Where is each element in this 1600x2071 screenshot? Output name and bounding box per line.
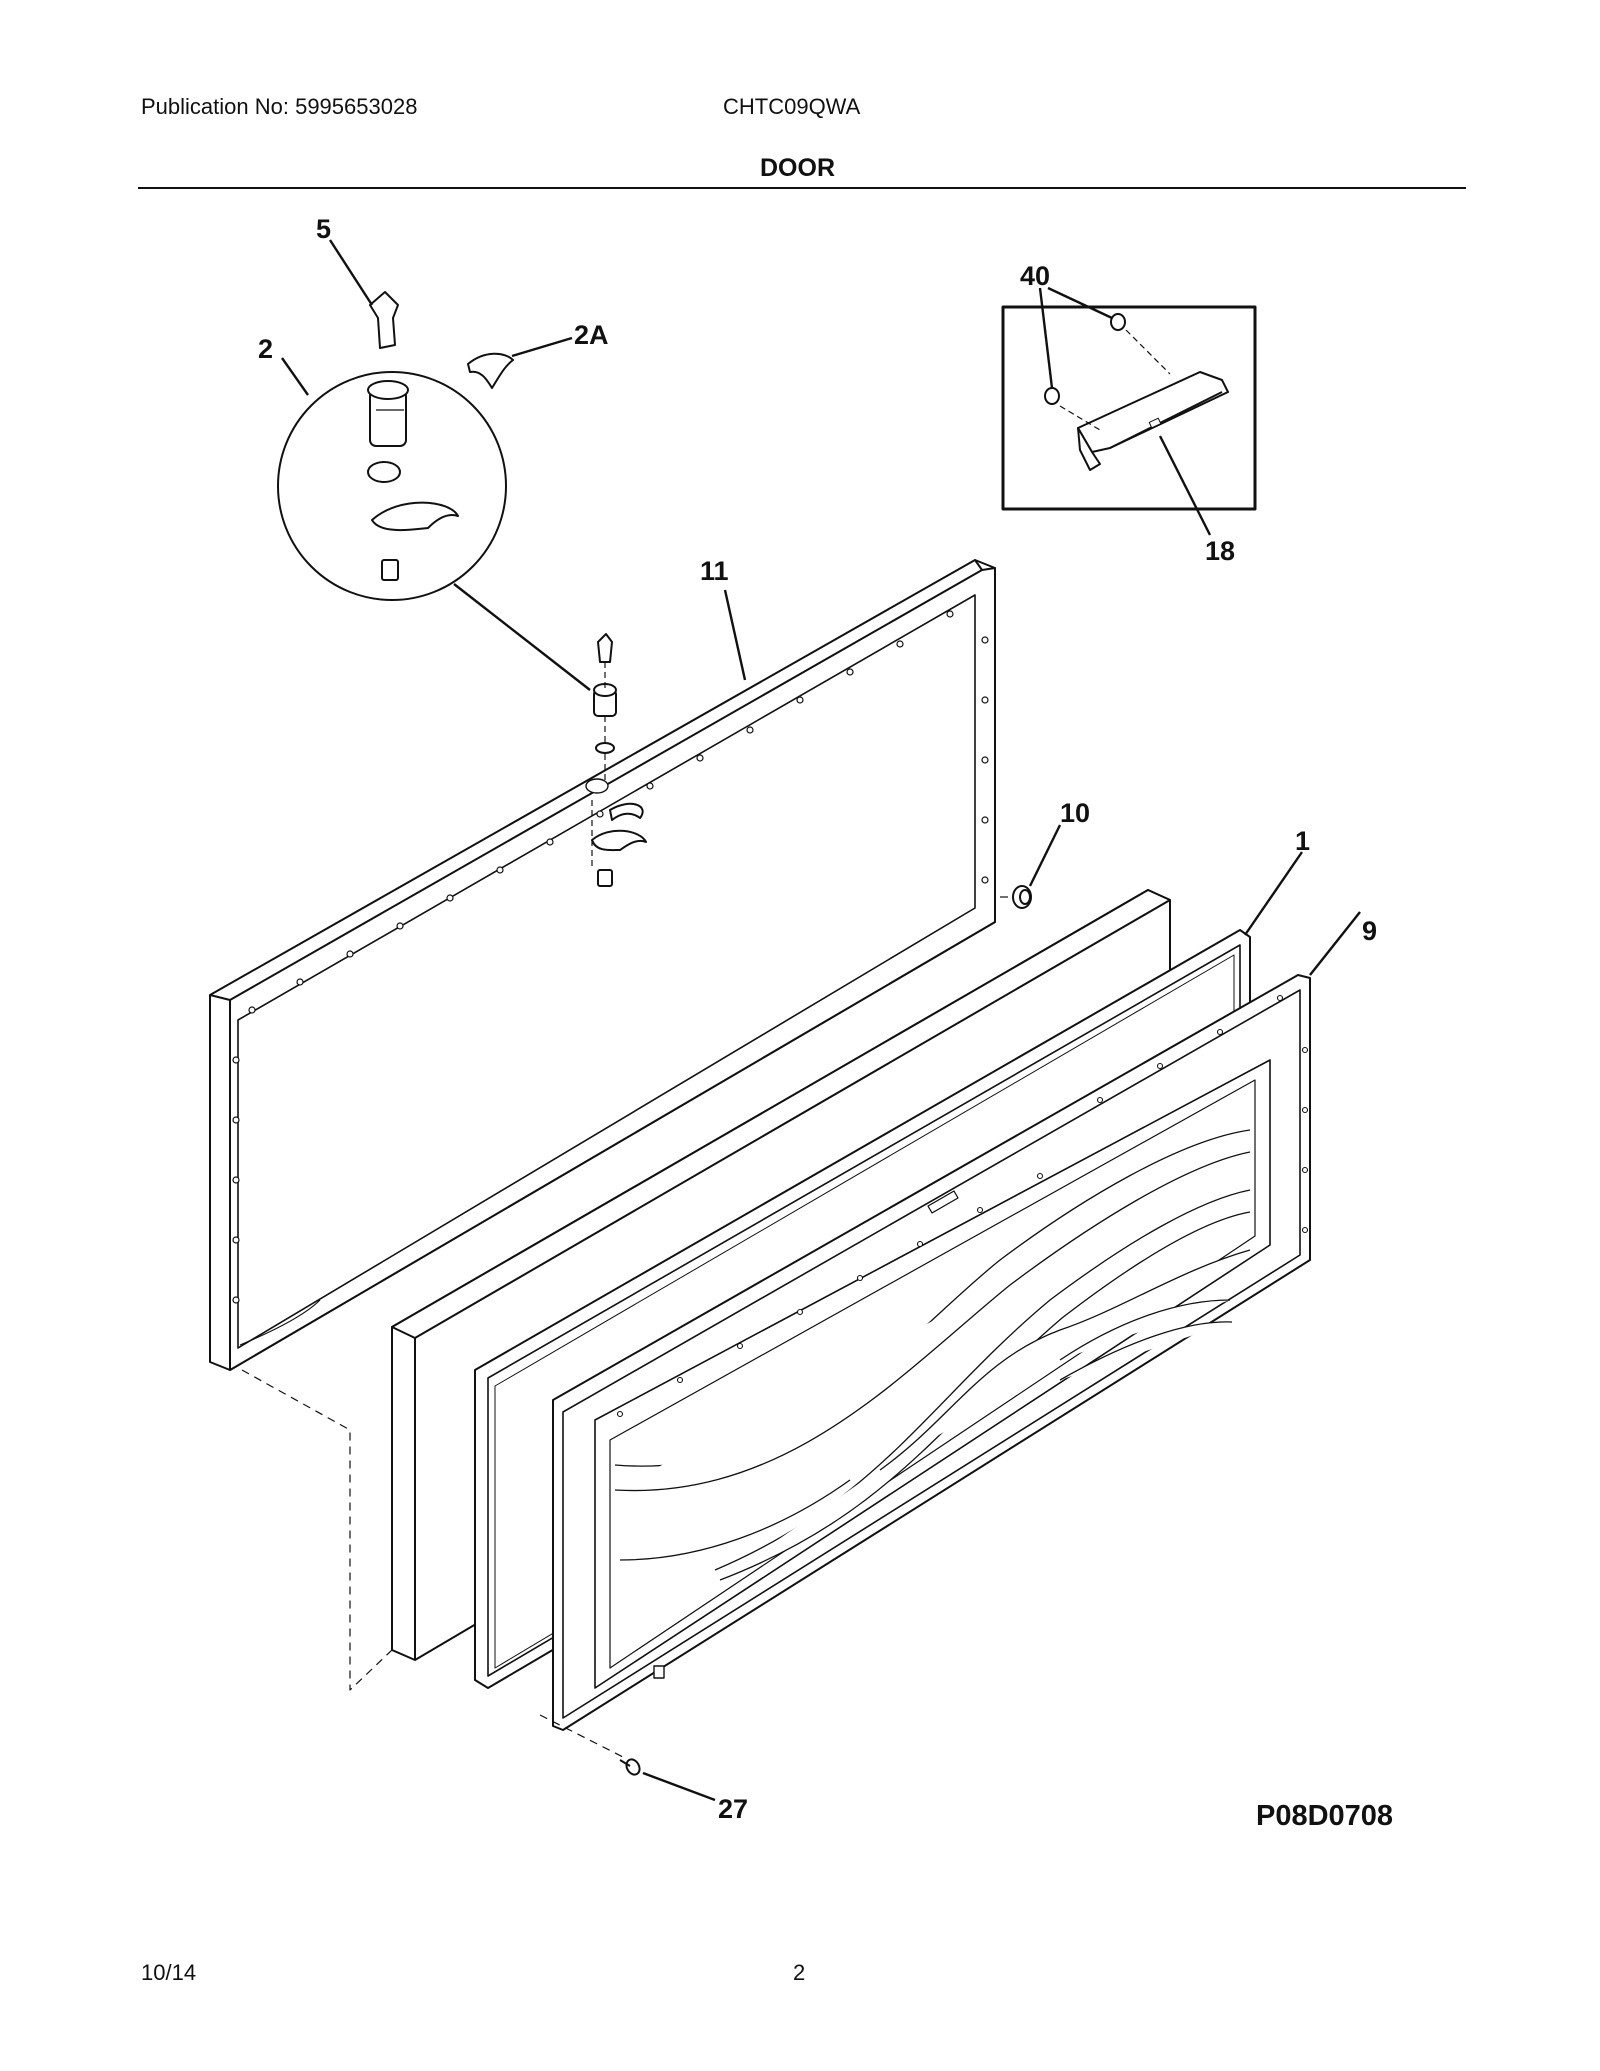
callout-5: 5 [316,214,331,244]
part-9-outer-door-panel [552,974,1311,1731]
part-2a-clip [467,352,514,389]
part-10-bumper [1012,885,1032,909]
handle-inset-box [1001,305,1257,511]
part-2-lock-detail [277,371,507,601]
callout-27: 27 [718,1794,748,1824]
callout-40: 40 [1020,261,1050,291]
part-18-handle [1077,371,1229,471]
callout-11: 11 [700,556,729,586]
callout-1: 1 [1295,826,1310,856]
callout-10: 10 [1060,798,1090,828]
footer-date: 10/14 [141,1960,197,1985]
callout-2: 2 [258,334,273,364]
callout-18: 18 [1205,536,1235,566]
callout-2a: 2A [574,320,609,350]
part-11-door-liner [209,559,996,1371]
part-5-key [369,291,399,349]
section-title: DOOR [760,154,835,182]
lock-assembly [585,633,647,887]
part-27-screw [619,1758,641,1776]
header-rule [138,187,1466,189]
part-40-screws [1044,313,1126,405]
publication-number: Publication No: 5995653028 [141,94,418,119]
model-number: CHTC09QWA [723,94,861,119]
page-number: 2 [793,1960,806,1985]
callout-9: 9 [1362,916,1377,946]
diagram-code: P08D0708 [1256,1800,1394,1832]
